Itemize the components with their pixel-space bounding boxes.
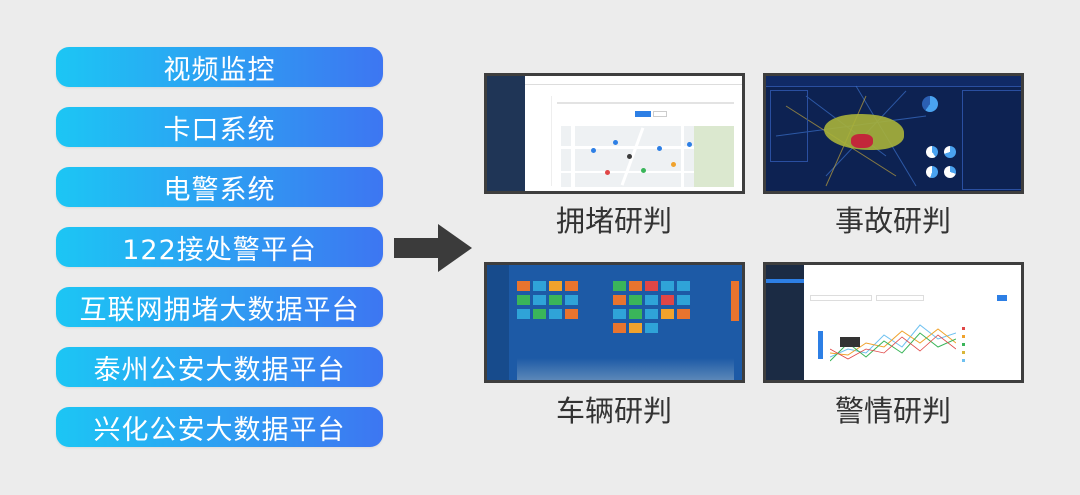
caption-accident: 事故研判 xyxy=(834,204,951,238)
source-item-taizhou: 泰州公安大数据平台 xyxy=(56,347,383,387)
congestion-screenshot xyxy=(484,73,745,194)
source-label: 兴化公安大数据平台 xyxy=(93,414,346,446)
caption-congestion: 拥堵研判 xyxy=(555,204,672,238)
source-label: 泰州公安大数据平台 xyxy=(93,354,346,386)
source-label: 互联网拥堵大数据平台 xyxy=(79,294,360,326)
source-item-e-police: 电警系统 xyxy=(56,167,383,207)
right-arrow-icon xyxy=(394,224,472,272)
alarm-screenshot xyxy=(763,262,1024,383)
source-item-122: 122接处警平台 xyxy=(56,227,383,267)
source-item-internet-congestion: 互联网拥堵大数据平台 xyxy=(56,287,383,327)
vehicle-screenshot xyxy=(484,262,745,383)
caption-alarm: 警情研判 xyxy=(834,394,951,428)
source-item-checkpoint: 卡口系统 xyxy=(56,107,383,147)
caption-vehicle: 车辆研判 xyxy=(555,394,672,428)
source-label: 卡口系统 xyxy=(163,114,276,146)
source-label: 视频监控 xyxy=(163,54,276,86)
source-label: 122接处警平台 xyxy=(122,234,317,266)
source-item-video: 视频监控 xyxy=(56,47,383,87)
source-item-xinghua: 兴化公安大数据平台 xyxy=(56,407,383,447)
source-label: 电警系统 xyxy=(163,174,276,206)
accident-screenshot xyxy=(763,73,1024,194)
